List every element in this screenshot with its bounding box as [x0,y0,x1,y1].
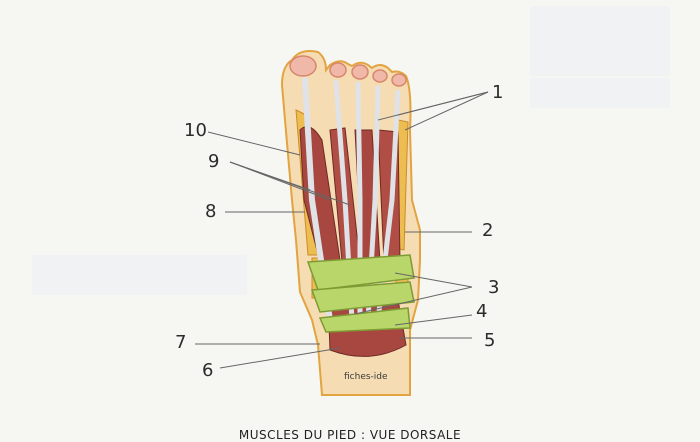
label-6: 6 [202,360,214,381]
diagram-caption: MUSCLES DU PIED : VUE DORSALE [238,428,462,442]
toe-nail [329,62,347,78]
extensor-retinaculum [310,281,415,313]
leader-line-3 [394,272,473,288]
blank-area [530,6,670,76]
extensor-retinaculum [306,254,415,291]
credit-text: fiches-ide [344,372,388,382]
toe-nail [391,73,407,87]
toe-nail [351,64,369,80]
leader-line-3 [354,286,473,315]
label-3: 3 [488,277,500,298]
blank-area [32,255,247,295]
label-2: 2 [482,220,494,241]
label-4: 4 [476,301,488,322]
label-5: 5 [484,330,496,351]
leader-line-4 [394,314,473,326]
extensor-retinaculum [318,307,411,333]
label-8: 8 [205,201,217,222]
label-7: 7 [175,332,187,353]
leader-line-9 [229,161,351,206]
label-10: 10 [184,120,207,141]
leader-line-6 [219,347,341,369]
toe-nail [372,69,388,83]
leader-line-1 [377,91,489,121]
leader-line-10 [207,131,301,156]
leader-line-1 [404,91,489,131]
toe-nail [289,55,317,77]
label-9: 9 [208,151,220,172]
blank-area [530,78,670,108]
label-1: 1 [492,82,504,103]
